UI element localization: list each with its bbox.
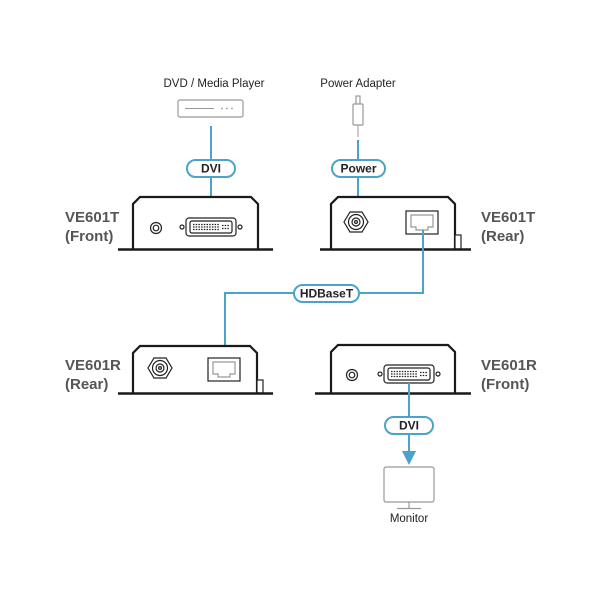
dvi-port-icon (377, 364, 441, 384)
transmitter-front-unit (118, 195, 273, 251)
power-adapter-icon (352, 95, 364, 137)
transmitter-rear-view: (Rear) (481, 228, 524, 245)
receiver-front-view: (Front) (481, 376, 529, 393)
media-player-label: DVD / Media Player (164, 78, 265, 90)
svg-text:DVI: DVI (201, 162, 221, 176)
svg-text:HDBaseT: HDBaseT (300, 287, 354, 301)
monitor-label: Monitor (390, 513, 429, 525)
transmitter-front-view: (Front) (65, 228, 113, 245)
dvi-port-icon (179, 217, 243, 237)
power-jack-icon (343, 211, 369, 233)
power-cable-label: Power (331, 159, 386, 178)
audio-jack-icon (345, 368, 359, 382)
dvi-output-cable-label: DVI (384, 416, 434, 435)
receiver-rear-view: (Rear) (65, 376, 108, 393)
audio-jack-icon (149, 221, 163, 235)
transmitter-rear-unit (320, 195, 471, 251)
receiver-rear-model: VE601R (65, 357, 121, 374)
dvi-input-cable-label: DVI (186, 159, 236, 178)
media-player-icon (177, 99, 244, 118)
receiver-rear-unit (118, 344, 273, 395)
monitor-icon (383, 466, 435, 510)
transmitter-rear-model: VE601T (481, 209, 535, 226)
power-jack-icon (147, 357, 173, 379)
rj45-port-icon (405, 210, 439, 235)
rj45-port-icon (207, 357, 241, 382)
receiver-front-model: VE601R (481, 357, 537, 374)
transmitter-front-model: VE601T (65, 209, 119, 226)
hdbaset-cable-label: HDBaseT (293, 284, 360, 303)
power-adapter-label: Power Adapter (320, 78, 396, 90)
receiver-front-unit (315, 343, 471, 395)
svg-text:Power: Power (340, 162, 376, 176)
svg-text:DVI: DVI (399, 419, 419, 433)
